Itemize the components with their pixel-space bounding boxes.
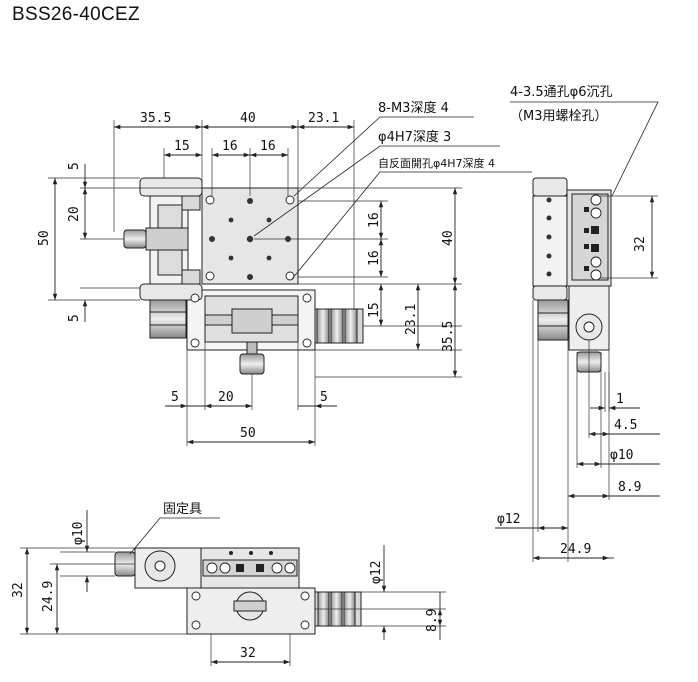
front-dim-32: 32 bbox=[11, 582, 26, 598]
mounting-holes bbox=[205, 195, 295, 281]
front-dim-phi10: φ10 bbox=[71, 522, 86, 545]
dim-23-1-right: 23.1 bbox=[404, 304, 419, 335]
front-view-dimensions: φ10 32 24.9 固定具 φ12 8.9 32 bbox=[11, 502, 446, 666]
dim-40-right: 40 bbox=[441, 230, 456, 246]
dim-50-bottom: 50 bbox=[240, 426, 256, 441]
annotation-m3-tap: 8-M3深度 4 bbox=[378, 100, 449, 116]
dim-15-right: 15 bbox=[367, 302, 382, 318]
front-view bbox=[114, 547, 362, 635]
dim-16-top-b: 16 bbox=[260, 139, 276, 154]
drawing-title: BSS26-40CEZ bbox=[12, 4, 140, 25]
side-dim-24-9: 24.9 bbox=[560, 542, 591, 557]
dim-50-left: 50 bbox=[37, 230, 52, 246]
side-dim-4-5: 4.5 bbox=[614, 418, 637, 433]
dim-20-left: 20 bbox=[67, 206, 82, 222]
side-dim-8-9: 8.9 bbox=[618, 480, 641, 495]
side-dim-32: 32 bbox=[633, 236, 648, 252]
dim-5-bottom-b: 5 bbox=[320, 390, 328, 405]
dim-20-bottom: 20 bbox=[218, 390, 234, 405]
side-view-dimensions: 32 4-3.5通孔φ6沉孔 （M3用螺栓孔） 1 4.5 φ10 8.9 φ1… bbox=[495, 85, 660, 562]
front-dim-phi12: φ12 bbox=[369, 561, 384, 584]
front-dim-8-9: 8.9 bbox=[425, 609, 440, 632]
front-dim-24-9: 24.9 bbox=[41, 581, 56, 612]
side-view bbox=[532, 177, 612, 373]
front-dim-bottom-32: 32 bbox=[240, 646, 256, 661]
dim-5-left-b: 5 bbox=[67, 314, 82, 322]
top-view-dimensions: 35.5 40 23.1 15 16 16 50 5 20 5 bbox=[37, 100, 532, 446]
dim-23-1-top: 23.1 bbox=[308, 111, 339, 126]
dim-35-5-right: 35.5 bbox=[441, 321, 456, 352]
annotation-fixture: 固定具 bbox=[163, 502, 202, 517]
side-dim-phi10: φ10 bbox=[610, 448, 633, 463]
annotation-h7-back: 自反面開孔φ4H7深度 4 bbox=[378, 156, 495, 170]
side-dim-phi12: φ12 bbox=[497, 512, 520, 527]
dim-15-top: 15 bbox=[174, 139, 190, 154]
dim-16-right-a: 16 bbox=[367, 212, 382, 228]
annotation-through-hole: 4-3.5通孔φ6沉孔 bbox=[510, 85, 612, 100]
dim-5-bottom-a: 5 bbox=[171, 390, 179, 405]
dim-16-right-b: 16 bbox=[367, 250, 382, 266]
dim-35-5-top: 35.5 bbox=[140, 111, 171, 126]
top-view bbox=[123, 177, 364, 375]
annotation-through-sub: （M3用螺栓孔） bbox=[510, 109, 608, 124]
dim-40-top: 40 bbox=[240, 111, 256, 126]
dim-5-left-a: 5 bbox=[67, 162, 82, 170]
dim-16-top-a: 16 bbox=[222, 139, 238, 154]
annotation-h7-hole: φ4H7深度 3 bbox=[378, 129, 451, 145]
side-dim-1: 1 bbox=[616, 392, 624, 407]
